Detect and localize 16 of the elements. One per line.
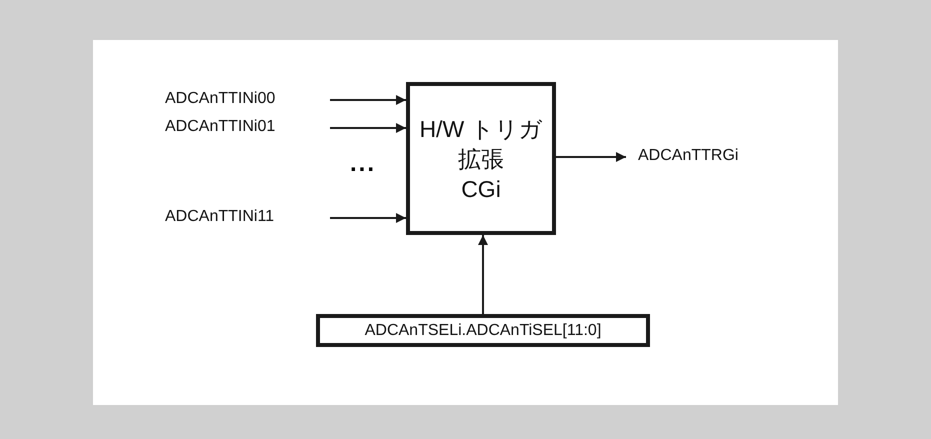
- block-label: CGi: [461, 174, 501, 204]
- arrow: [330, 123, 406, 133]
- block-label: 拡張: [458, 144, 504, 174]
- block-box: [406, 82, 556, 235]
- arrow: [330, 213, 406, 223]
- ellipsis-label: ...: [350, 150, 376, 178]
- block-label: ADCAnTSELi.ADCAnTiSEL[11:0]: [364, 322, 602, 340]
- arrow: [330, 95, 406, 105]
- arrow: [478, 235, 488, 314]
- signal-label: ADCAnTTINi01: [165, 118, 330, 138]
- register-box: [316, 314, 650, 347]
- signal-label: ADCAnTTRGi: [638, 147, 768, 167]
- arrow: [556, 152, 626, 162]
- block-label: H/W トリガ: [419, 114, 543, 144]
- signal-label: ADCAnTTINi11: [165, 208, 330, 228]
- signal-label: ADCAnTTINi00: [165, 90, 330, 110]
